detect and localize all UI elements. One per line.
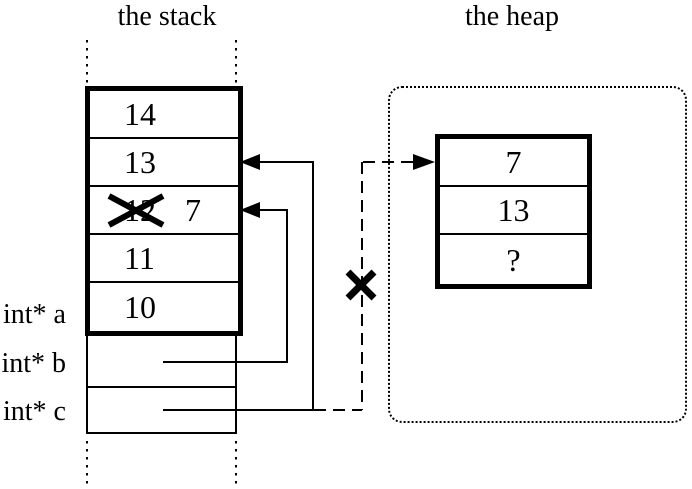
- stack-guide-top-right: [235, 40, 237, 83]
- heap-cell-value: 7: [505, 144, 522, 180]
- stack-cell-new-value: 7: [185, 192, 201, 228]
- heap-cell-13: 13: [440, 187, 587, 235]
- heap-block-box: 7 13 ?: [435, 134, 592, 289]
- broken-link-cross-icon: [345, 269, 377, 301]
- stack-cell-value: 11: [124, 240, 155, 276]
- pointer-label-a: int* a: [3, 299, 66, 330]
- heap-cell-7: 7: [440, 139, 587, 187]
- pointer-b-arrowhead-icon: [240, 202, 260, 218]
- pointer-rows-left-edge: [86, 336, 88, 434]
- stack-cell-value: 13: [124, 144, 156, 180]
- pointer-rows-right-edge: [235, 336, 237, 434]
- pointer-c-line-to-arrow: [258, 161, 314, 163]
- stack-guide-top-left: [86, 40, 88, 83]
- pointer-label-c: int* c: [3, 396, 66, 427]
- stack-guide-bottom-right: [235, 441, 237, 487]
- pointer-b-line-to-arrow: [258, 209, 288, 211]
- pointer-c-line-horizontal: [163, 409, 314, 411]
- dangling-pointer-dash-top: [363, 161, 413, 163]
- pointer-b-line-horizontal: [163, 361, 288, 363]
- pointer-c-arrowhead-icon: [240, 154, 260, 170]
- stack-cell-14: 14: [90, 91, 238, 139]
- heap-title: the heap: [464, 1, 560, 32]
- dangling-pointer-dash-bottom: [314, 409, 362, 411]
- heap-arrowhead-icon: [413, 154, 435, 170]
- stack-title: the stack: [117, 1, 217, 32]
- pointer-b-line-vertical: [286, 209, 288, 363]
- cross-out-icon: [107, 193, 165, 228]
- stack-cell-10: 10: [90, 283, 238, 331]
- pointer-c-line-vertical: [312, 161, 314, 411]
- heap-region-boundary: [388, 86, 687, 423]
- heap-cell-unknown: ?: [440, 235, 587, 284]
- heap-cell-value: 13: [497, 192, 530, 228]
- stack-cell-13: 13: [90, 139, 238, 187]
- stack-cell-value: 10: [124, 289, 156, 325]
- stack-guide-bottom-left: [86, 441, 88, 487]
- stack-cell-11: 11: [90, 235, 238, 283]
- pointer-label-b: int* b: [1, 348, 66, 379]
- heap-cell-value: ?: [506, 241, 521, 278]
- pointer-rows-bottom-edge: [86, 432, 237, 434]
- pointer-rows-divider: [86, 386, 237, 388]
- stack-frame-box: 14 13 12 7 11 10: [85, 86, 243, 336]
- stack-cell-value: 14: [124, 96, 156, 132]
